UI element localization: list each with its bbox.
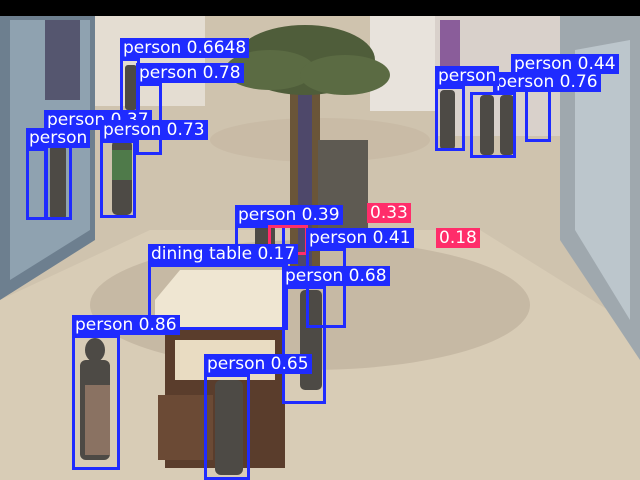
detection-label: person	[26, 128, 91, 148]
detection-label: person 0.78	[136, 63, 244, 83]
detection-box	[435, 86, 465, 151]
detection-label: person 0.76	[493, 72, 601, 92]
detection-box	[470, 92, 516, 158]
detection-label: person 0.86	[72, 315, 180, 335]
detection-box	[204, 374, 250, 480]
detection-label: dining table 0.17	[148, 244, 299, 264]
detection-label: person 0.44	[511, 54, 619, 74]
detection-label: 0.33	[367, 203, 411, 223]
detection-box	[148, 264, 288, 330]
detection-label: person	[435, 66, 500, 86]
detection-box	[26, 148, 48, 220]
detection-label: person 0.73	[100, 120, 208, 140]
detection-box	[72, 335, 120, 470]
detection-label: person 0.65	[204, 354, 312, 374]
detection-box	[282, 286, 326, 404]
detection-label: person 0.39	[235, 205, 343, 225]
detection-label: 0.18	[436, 228, 480, 248]
detection-label: person 0.68	[282, 266, 390, 286]
detection-label: person 0.41	[306, 228, 414, 248]
detection-label: person 0.6648	[120, 38, 250, 58]
detection-box	[100, 140, 136, 218]
